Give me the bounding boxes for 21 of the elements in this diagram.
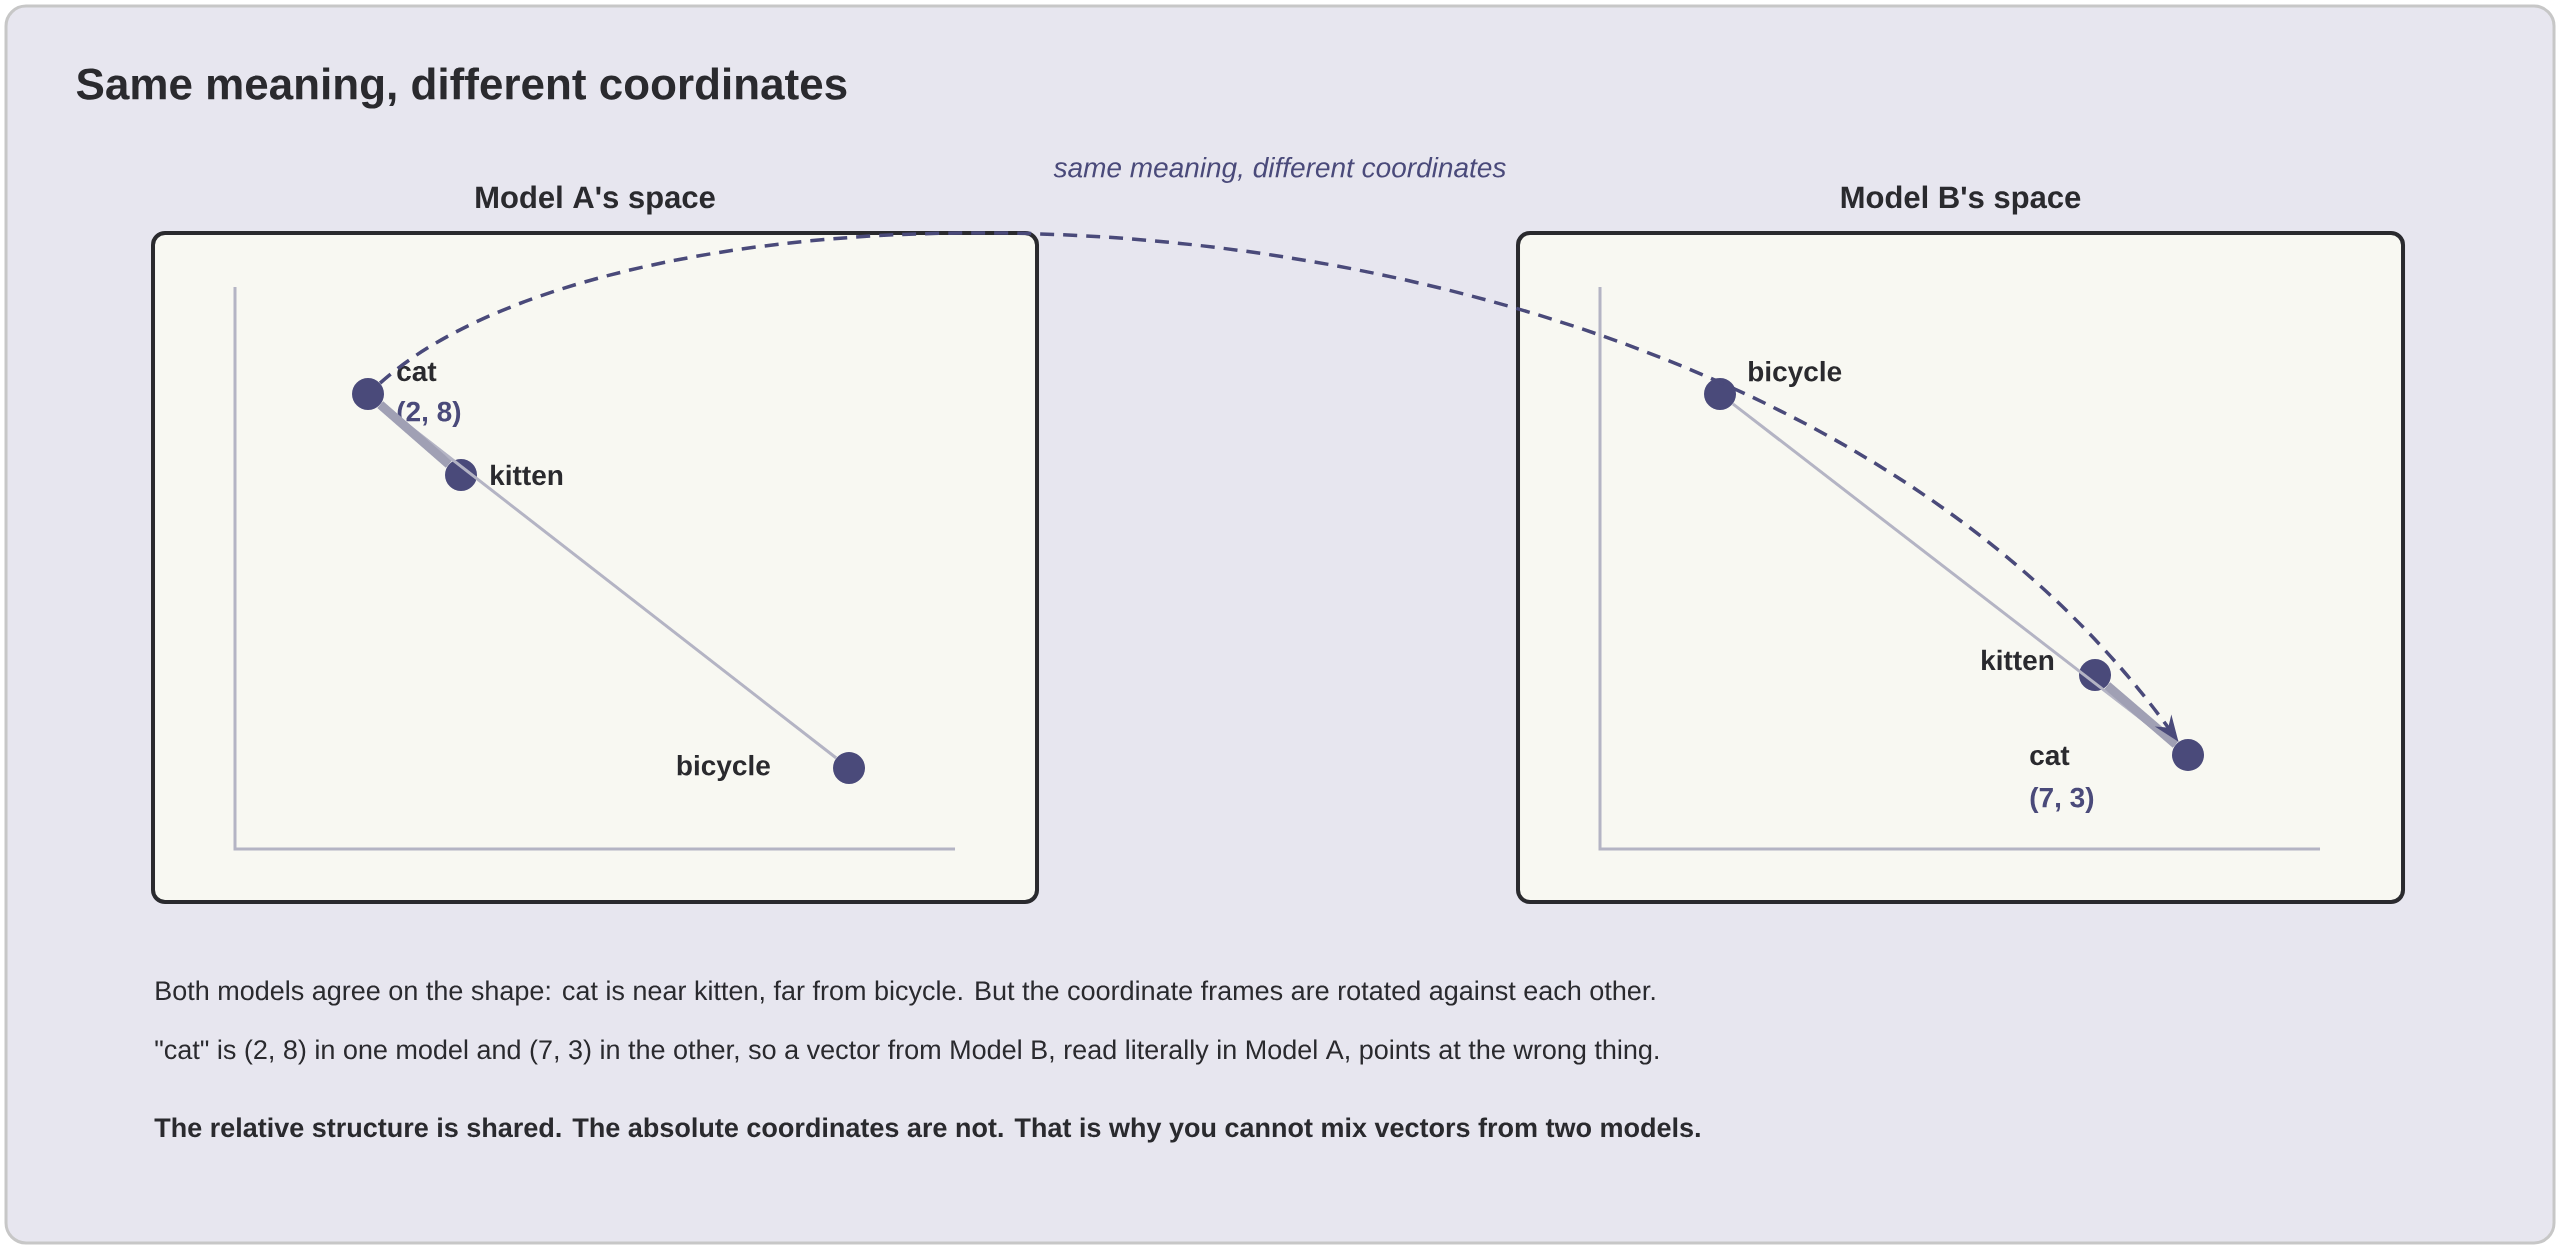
node-label: cat — [2030, 746, 2070, 766]
point: kitten — [1982, 649, 2111, 691]
edge-label: same meaning, different coordinates — [1050, 153, 1510, 187]
node-label: (7, 3) — [2030, 786, 2094, 814]
title: Same meaning, different coordinates — [76, 67, 847, 109]
point: cat (7, 3) — [2030, 739, 2204, 814]
point: bicycle — [1704, 360, 1842, 410]
node-label: kitten — [1982, 649, 2054, 671]
connector-line — [2104, 682, 2179, 748]
point: bicycle — [677, 752, 865, 784]
note: The relative structure is shared. The absolute coordinates are not. That is why you cannot mix vectors from two models. — [154, 1117, 1700, 1143]
node-label: Model A's space — [476, 185, 715, 215]
node-label: bicycle — [677, 754, 770, 782]
connector-line — [377, 401, 452, 468]
paragraph: Both models agree on the shape: cat is near kitten, far from bicycle. But the coordinate frames are rotated against each other. — [156, 980, 1655, 1006]
node-label: Model B's space — [1841, 185, 2081, 215]
paragraph: "cat" is (2, 8) in one model and (7, 3) in the other, so a vector from Model B, read literally in Model A, points at the wrong thing. — [155, 1039, 1658, 1065]
node-label: bicycle — [1749, 360, 1842, 388]
node-label: kitten — [491, 464, 563, 486]
node-label: cat — [397, 362, 437, 382]
point: kitten — [445, 459, 563, 491]
